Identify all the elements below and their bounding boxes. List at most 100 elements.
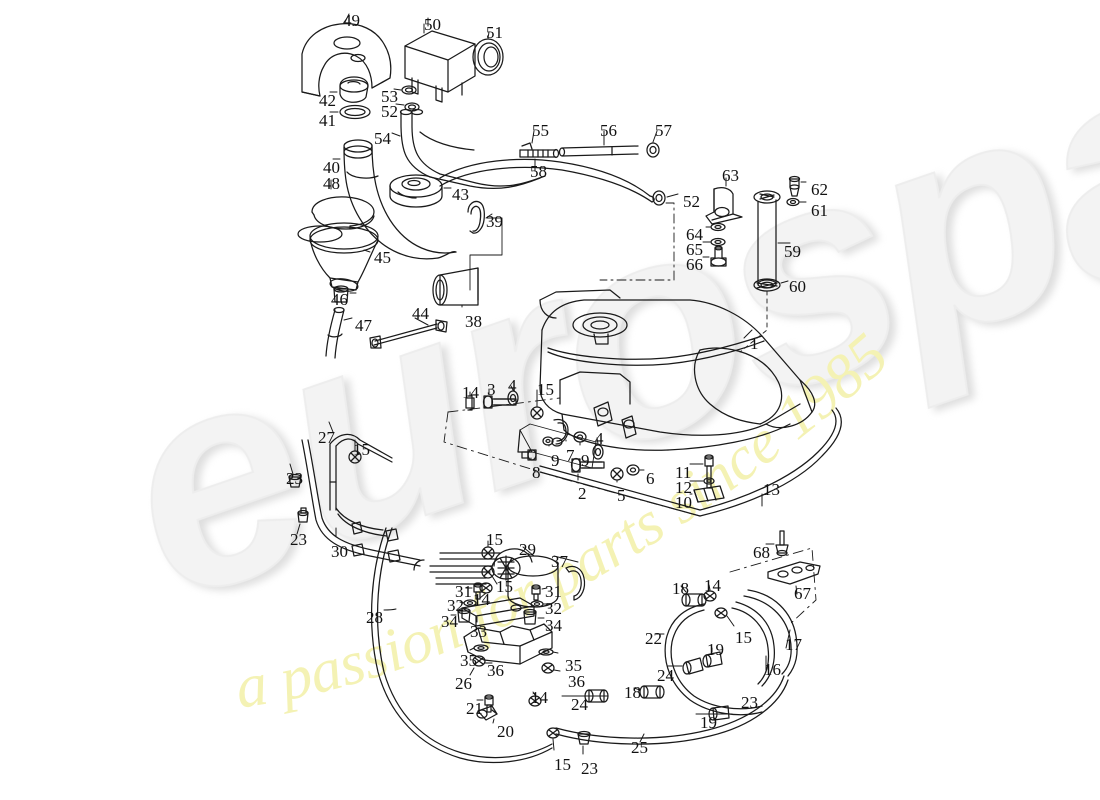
callout-number-23: 23 xyxy=(286,469,303,488)
part-27-fuel-line xyxy=(329,433,393,511)
callout-number-61: 61 xyxy=(811,201,828,220)
part-21-bolt xyxy=(484,694,494,713)
part-63-bracket xyxy=(705,187,743,225)
part-24-connector-b xyxy=(682,657,704,675)
part-18-connector-b xyxy=(639,685,665,699)
callout-number-23: 23 xyxy=(741,693,758,712)
callout-number-4: 4 xyxy=(595,429,604,448)
part-56-tube xyxy=(558,145,639,157)
callout-number-15: 15 xyxy=(537,380,554,399)
callout-number-33: 33 xyxy=(470,622,487,641)
callout-number-29: 29 xyxy=(519,540,536,559)
part-28-return-line xyxy=(370,527,553,764)
callout-number-14: 14 xyxy=(473,590,490,609)
part-2-bolt xyxy=(570,457,605,473)
part-7-fitting xyxy=(551,418,569,447)
callout-number-17: 17 xyxy=(785,635,802,654)
callout-number-52: 52 xyxy=(683,192,700,211)
part-46-grommet xyxy=(333,285,349,303)
part-44-strap xyxy=(369,319,448,349)
part-23-grommet-a xyxy=(288,473,302,488)
callout-number-7: 7 xyxy=(566,446,575,465)
part-15-clip-f xyxy=(714,607,728,619)
callout-number-24: 24 xyxy=(657,666,674,685)
part-17-hose xyxy=(743,589,798,677)
callout-number-67: 67 xyxy=(794,584,811,603)
callout-number-23: 23 xyxy=(581,759,598,778)
part-41-gasket xyxy=(339,104,371,120)
part-31-bolt-a xyxy=(473,582,483,600)
callout-number-1: 1 xyxy=(750,334,759,353)
callout-number-18: 18 xyxy=(624,683,641,702)
callout-number-36: 36 xyxy=(568,672,585,691)
callout-number-62: 62 xyxy=(811,180,828,199)
callout-number-5: 5 xyxy=(617,486,626,505)
part-66-bolt xyxy=(710,245,727,267)
callout-number-9: 9 xyxy=(551,451,560,470)
callout-number-10: 10 xyxy=(675,493,692,512)
callout-number-15: 15 xyxy=(353,440,370,459)
callout-number-38: 38 xyxy=(465,312,482,331)
callout-number-63: 63 xyxy=(722,166,739,185)
part-15-clip-a xyxy=(530,406,544,420)
callout-number-60: 60 xyxy=(789,277,806,296)
part-39-clamp xyxy=(467,200,485,234)
part-42-filler-cap xyxy=(339,76,369,103)
callout-number-34: 34 xyxy=(441,612,458,631)
callout-number-15: 15 xyxy=(554,755,571,774)
callout-number-36: 36 xyxy=(487,661,504,680)
callout-number-55: 55 xyxy=(532,121,549,140)
part-15-clip-d xyxy=(481,565,495,579)
part-30-fuel-line xyxy=(301,439,421,567)
part-34-mount-b xyxy=(523,608,537,625)
part-22-hose xyxy=(664,603,763,716)
callout-number-18: 18 xyxy=(672,579,689,598)
callout-number-47: 47 xyxy=(355,316,372,335)
callout-number-64: 64 xyxy=(686,225,703,244)
part-37-clamp-ring xyxy=(565,565,586,601)
part-38-hose xyxy=(432,267,479,306)
part-52-clamp-right xyxy=(652,190,666,206)
callout-number-16: 16 xyxy=(764,660,781,679)
part-15-clip-e xyxy=(546,727,560,739)
part-1-fuel-tank xyxy=(539,289,816,451)
part-47-small-hose xyxy=(325,306,345,359)
callout-number-28: 28 xyxy=(366,608,383,627)
part-49-cover xyxy=(301,23,392,97)
part-31-bolt-b xyxy=(531,584,541,601)
callout-number-53: 53 xyxy=(381,87,398,106)
part-43-mount-disc xyxy=(389,174,443,208)
part-65-washer xyxy=(710,237,726,247)
callout-number-3: 3 xyxy=(487,380,496,399)
callout-number-9: 9 xyxy=(581,451,590,470)
callout-number-14: 14 xyxy=(704,576,721,595)
callout-number-2: 2 xyxy=(578,484,587,503)
callout-number-40: 40 xyxy=(323,158,340,177)
part-5-washer xyxy=(610,467,624,481)
callout-number-12: 12 xyxy=(675,478,692,497)
callout-number-65: 65 xyxy=(686,240,703,259)
callout-number-50: 50 xyxy=(424,15,441,34)
callout-number-44: 44 xyxy=(412,304,429,323)
part-67-bracket-plate xyxy=(767,561,821,585)
part-54-vent-hoses xyxy=(399,108,546,189)
pump-inlet-pipes xyxy=(413,552,501,585)
part-25-hose xyxy=(555,675,789,745)
callout-number-15: 15 xyxy=(486,530,503,549)
callout-number-68: 68 xyxy=(753,543,770,562)
callout-number-26: 26 xyxy=(455,674,472,693)
callout-number-39: 39 xyxy=(486,212,503,231)
callout-number-32: 32 xyxy=(447,596,464,615)
callout-number-19: 19 xyxy=(707,640,724,659)
callout-number-54: 54 xyxy=(374,129,391,148)
part-12-washer xyxy=(703,477,715,485)
callout-number-27: 27 xyxy=(318,428,335,447)
callout-number-34: 34 xyxy=(545,616,562,635)
callout-number-52: 52 xyxy=(381,102,398,121)
callout-number-15: 15 xyxy=(735,628,752,647)
callout-number-25: 25 xyxy=(631,738,648,757)
callout-number-66: 66 xyxy=(686,255,703,274)
part-36-nut-a xyxy=(472,655,486,667)
part-59-strap-rod xyxy=(753,190,781,289)
